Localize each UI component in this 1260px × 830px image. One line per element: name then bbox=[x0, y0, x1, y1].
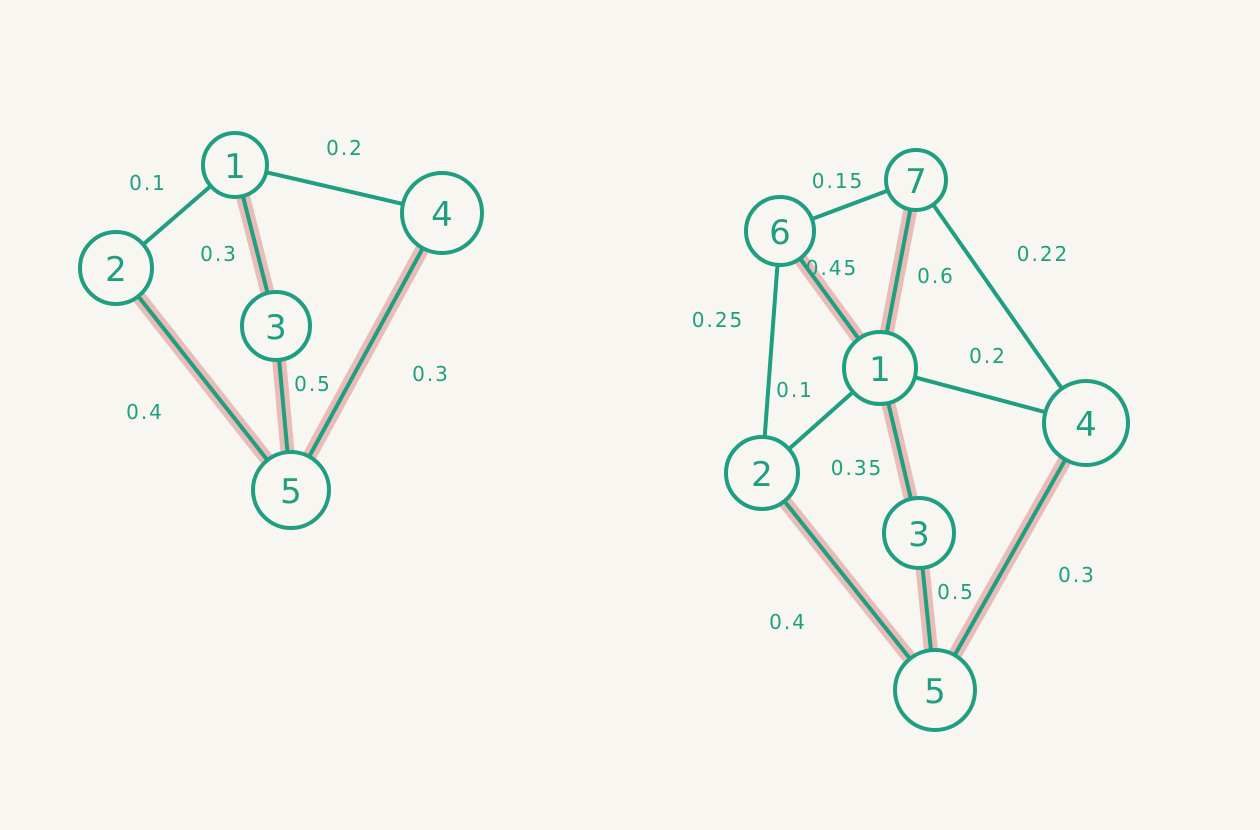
node-2: 2 bbox=[78, 230, 154, 306]
edge-2-5 bbox=[783, 500, 911, 660]
edge-1-3 bbox=[886, 402, 913, 499]
edge-weight-4-5: 0.3 bbox=[412, 362, 450, 386]
node-7: 7 bbox=[884, 148, 948, 212]
node-3: 3 bbox=[882, 496, 956, 570]
node-layer: 1 2 3 4 5 6 7 bbox=[724, 148, 1130, 732]
node-5: 5 bbox=[893, 648, 977, 732]
node-circle bbox=[893, 648, 977, 732]
node-circle bbox=[240, 290, 312, 362]
node-circle bbox=[842, 330, 918, 406]
edge-1-4 bbox=[266, 170, 404, 206]
node-label: 2 bbox=[105, 250, 127, 290]
graph-2: 0.15 0.45 0.6 0.22 0.25 0.1 0.2 0.35 0.4 0.5 0.3 1 2… bbox=[692, 148, 1130, 732]
node-circle bbox=[400, 171, 484, 255]
edge-weight-2-5: 0.4 bbox=[126, 400, 164, 424]
node-circle bbox=[1042, 379, 1130, 467]
edge-1-2 bbox=[142, 185, 212, 246]
edge-7-1 bbox=[885, 209, 912, 333]
node-circle bbox=[882, 496, 956, 570]
node-label: 5 bbox=[924, 672, 946, 712]
node-label: 3 bbox=[265, 308, 287, 348]
node-label: 3 bbox=[908, 515, 930, 555]
edge-weight-1-2: 0.1 bbox=[129, 171, 167, 195]
edge-weight-7-1: 0.6 bbox=[917, 264, 955, 288]
node-circle bbox=[724, 435, 800, 511]
node-6: 6 bbox=[744, 195, 816, 267]
node-label: 2 bbox=[751, 455, 773, 495]
node-4: 4 bbox=[1042, 379, 1130, 467]
edge-1-4 bbox=[914, 375, 1046, 414]
node-circle bbox=[744, 195, 816, 267]
edge-layer bbox=[137, 170, 424, 461]
edge-6-2 bbox=[762, 264, 780, 438]
edge-7-4 bbox=[932, 204, 1063, 389]
edge-weight-1-4: 0.2 bbox=[969, 344, 1007, 368]
edge-4-5 bbox=[308, 247, 424, 457]
node-1: 1 bbox=[201, 131, 269, 199]
node-label: 5 bbox=[280, 472, 302, 512]
node-label: 7 bbox=[905, 162, 927, 202]
edge-weight-3-5: 0.5 bbox=[937, 580, 975, 604]
node-label: 1 bbox=[869, 350, 891, 390]
node-label: 1 bbox=[224, 147, 246, 187]
edge-weight-1-2: 0.1 bbox=[776, 378, 814, 402]
edge-2-5 bbox=[137, 295, 269, 461]
edge-weight-6-7: 0.15 bbox=[812, 169, 865, 193]
node-circle bbox=[251, 450, 331, 530]
node-5: 5 bbox=[251, 450, 331, 530]
edge-weight-1-3: 0.35 bbox=[831, 456, 884, 480]
edge-6-7 bbox=[811, 189, 889, 221]
node-4: 4 bbox=[400, 171, 484, 255]
edge-1-2 bbox=[788, 391, 854, 450]
node-3: 3 bbox=[240, 290, 312, 362]
node-layer: 1 2 3 4 5 bbox=[78, 131, 484, 530]
node-2: 2 bbox=[724, 435, 800, 511]
node-circle bbox=[78, 230, 154, 306]
node-label: 6 bbox=[769, 213, 791, 253]
node-circle bbox=[201, 131, 269, 199]
edge-weight-1-4: 0.2 bbox=[326, 136, 364, 160]
edge-weight-7-4: 0.22 bbox=[1017, 242, 1070, 266]
edge-label-layer: 0.1 0.2 0.3 0.4 0.5 0.3 bbox=[126, 136, 450, 424]
edge-layer bbox=[762, 189, 1067, 660]
edge-weight-3-5: 0.5 bbox=[294, 372, 332, 396]
node-circle bbox=[884, 148, 948, 212]
edge-weight-2-5: 0.4 bbox=[769, 610, 807, 634]
edge-weight-6-2: 0.25 bbox=[692, 308, 745, 332]
edge-3-5 bbox=[277, 359, 290, 453]
edge-weight-6-1: 0.45 bbox=[806, 256, 859, 280]
edge-weight-4-5: 0.3 bbox=[1058, 563, 1096, 587]
edge-label-layer: 0.15 0.45 0.6 0.22 0.25 0.1 0.2 0.35 0.4 0.5 0.3 bbox=[692, 169, 1096, 634]
node-1: 1 bbox=[842, 330, 918, 406]
edge-3-5 bbox=[920, 567, 933, 651]
edge-1-3 bbox=[241, 195, 270, 294]
node-label: 4 bbox=[1075, 405, 1097, 445]
edge-6-1 bbox=[799, 258, 860, 340]
node-label: 4 bbox=[431, 195, 453, 235]
edge-weight-1-3: 0.3 bbox=[200, 242, 238, 266]
graph-1: 0.1 0.2 0.3 0.4 0.5 0.3 1 2 3 4 5 bbox=[78, 131, 484, 530]
edge-4-5 bbox=[953, 459, 1067, 656]
